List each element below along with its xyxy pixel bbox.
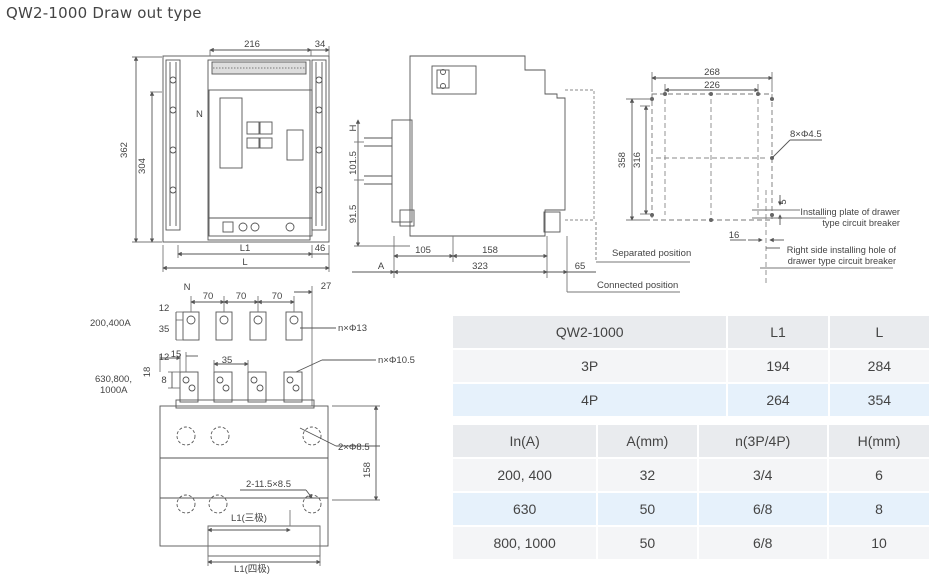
phi-13-label: n×Φ13 [338, 323, 367, 334]
dim-46: 46 [315, 243, 326, 254]
front-view [132, 46, 330, 272]
dim-18: 18 [142, 367, 153, 378]
size-table: QW2-1000 L1 L 3P 194 284 4P 264 354 [453, 316, 932, 418]
dim-16: 16 [729, 230, 740, 241]
dim-304: 304 [137, 158, 148, 174]
dim-70-a: 70 [203, 291, 214, 302]
rating-high-label-2: 1000A [100, 385, 128, 396]
table-cell: 10 [827, 526, 932, 561]
table-row: 800, 1000 50 6/8 10 [453, 526, 932, 561]
rating-low-label: 200,400A [90, 318, 131, 329]
dim-70-b: 70 [236, 291, 247, 302]
dim-27: 27 [321, 281, 332, 292]
table-cell: 194 [727, 349, 830, 384]
l1-4p-label: L1(四极) [234, 563, 270, 575]
holes-label: 8×Φ4.5 [790, 129, 822, 140]
separated-position-label: Separated position [612, 248, 691, 259]
phi-10-5-label: n×Φ10.5 [378, 355, 415, 366]
terminal-view [159, 286, 380, 566]
table-cell: 800, 1000 [453, 526, 599, 561]
dim-5: 5 [778, 199, 789, 204]
table-header: A(mm) [597, 425, 699, 459]
dim-12-a: 12 [159, 303, 170, 314]
plate-view [626, 72, 893, 286]
side-view [352, 55, 690, 293]
table-row: 200, 400 32 3/4 6 [453, 458, 932, 493]
table-cell: 264 [727, 383, 830, 418]
dim-158: 158 [482, 245, 498, 256]
dim-323: 323 [472, 261, 488, 272]
front-n-label: N [196, 109, 203, 120]
table-cell: 3P [453, 349, 729, 384]
table-header: L1 [727, 316, 830, 350]
dim-65: 65 [575, 261, 586, 272]
dim-l: L [242, 257, 247, 268]
table-header: In(A) [453, 425, 599, 459]
dim-h: H [348, 124, 359, 131]
right-side-hole-label: Right side installing hole of drawer typ… [786, 245, 896, 266]
terminal-n-label: N [184, 282, 191, 293]
table-cell: 4P [453, 383, 729, 418]
rating-high-label-1: 630,800, [95, 374, 132, 385]
table-cell: 6/8 [697, 492, 829, 527]
current-table: In(A) A(mm) n(3P/4P) H(mm) 200, 400 32 3… [453, 425, 932, 561]
table-header: H(mm) [827, 425, 932, 459]
dim-226: 226 [704, 80, 720, 91]
dim-35-b: 35 [222, 355, 233, 366]
dim-8: 8 [161, 375, 166, 386]
table-cell: 630 [453, 492, 599, 527]
dim-158-b: 158 [362, 462, 373, 478]
table-cell: 50 [597, 526, 699, 561]
table-cell: 200, 400 [453, 458, 599, 493]
l1-3p-label: L1(三极) [231, 512, 267, 524]
slot-label: 2-11.5×8.5 [246, 479, 291, 490]
dim-15: 15 [171, 349, 182, 360]
dim-358: 358 [617, 152, 628, 168]
dim-34: 34 [315, 39, 326, 50]
dim-105: 105 [415, 245, 431, 256]
table-cell: 6/8 [697, 526, 829, 561]
dim-268: 268 [704, 67, 720, 78]
dim-12-b: 12 [159, 352, 170, 363]
dim-316: 316 [632, 152, 643, 168]
dim-70-c: 70 [272, 291, 283, 302]
dim-l1: L1 [240, 243, 251, 254]
phi-8-5-label: 2×Φ8.5 [338, 442, 370, 453]
table-cell: 32 [597, 458, 699, 493]
dim-91-5: 91.5 [348, 205, 359, 224]
dim-101-5: 101.5 [348, 151, 359, 175]
table-cell: 6 [827, 458, 932, 493]
dim-216: 216 [244, 39, 260, 50]
table-cell: 8 [827, 492, 932, 527]
installing-plate-label: Installing plate of drawer type circuit … [800, 207, 900, 228]
table-header: n(3P/4P) [697, 425, 829, 459]
table-cell: 3/4 [697, 458, 829, 493]
dim-35-a: 35 [159, 324, 170, 335]
table-cell: 284 [828, 349, 932, 384]
table-row: 4P 264 354 [453, 383, 932, 418]
dim-362: 362 [119, 142, 130, 158]
table-row: 3P 194 284 [453, 349, 932, 384]
table-header: L [828, 316, 932, 350]
dim-a: A [378, 261, 385, 272]
table-header: QW2-1000 [453, 316, 729, 350]
page-title: QW2-1000 Draw out type [6, 4, 202, 22]
table-row: 630 50 6/8 8 [453, 492, 932, 527]
table-cell: 50 [597, 492, 699, 527]
table-cell: 354 [828, 383, 932, 418]
connected-position-label: Connected position [597, 280, 678, 291]
